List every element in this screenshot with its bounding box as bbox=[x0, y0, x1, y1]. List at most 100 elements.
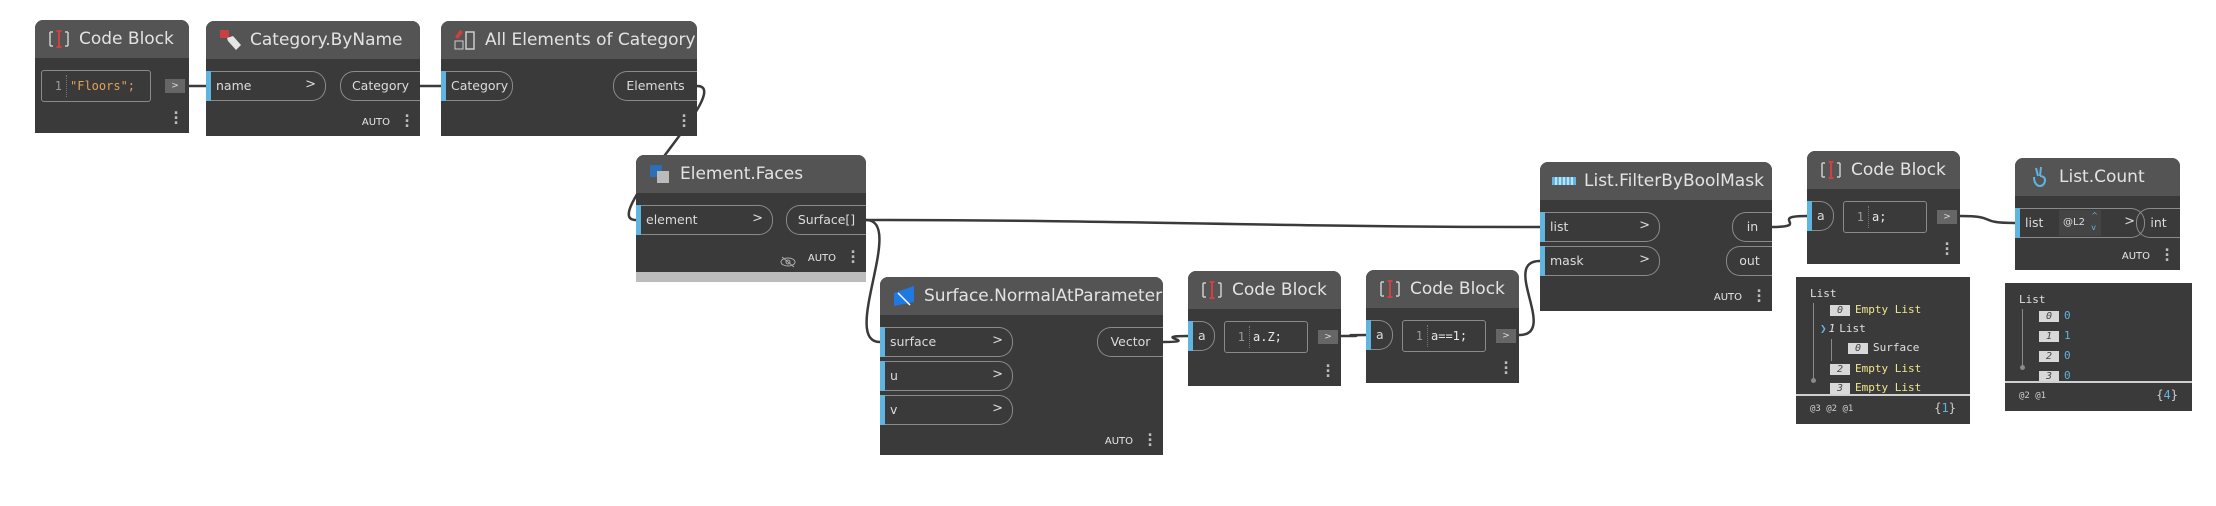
input-port-element[interactable]: element> bbox=[636, 205, 773, 235]
node-header[interactable]: Category.ByName bbox=[206, 21, 420, 59]
output-port-category[interactable]: Category bbox=[340, 71, 420, 101]
code-text[interactable]: "Floors"; bbox=[70, 79, 136, 93]
input-port-Category[interactable]: Category bbox=[441, 71, 513, 101]
input-port-list[interactable]: list@L2^v> bbox=[2015, 208, 2145, 238]
port-menu-chevron[interactable]: > bbox=[2124, 214, 2135, 229]
input-port-u[interactable]: u> bbox=[880, 361, 1013, 391]
node-menu-icon[interactable]: ... bbox=[681, 105, 687, 131]
node-header[interactable]: Code Block bbox=[1366, 270, 1519, 308]
port-menu-chevron[interactable]: > bbox=[992, 367, 1003, 382]
input-port-a[interactable]: a bbox=[1366, 320, 1393, 350]
connector-wire[interactable] bbox=[1771, 214, 1808, 229]
node-header[interactable]: Element.Faces bbox=[636, 155, 866, 193]
node-menu-icon[interactable]: ... bbox=[2164, 239, 2170, 265]
connector-wire[interactable] bbox=[865, 218, 881, 344]
node-cb1[interactable]: Code Block 1"Floors"; >... bbox=[35, 20, 189, 133]
port-menu-chevron[interactable]: > bbox=[752, 211, 763, 226]
connector-wire[interactable] bbox=[1162, 334, 1189, 344]
node-title: Code Block bbox=[1851, 160, 1946, 180]
code-output-port[interactable]: > bbox=[1318, 330, 1338, 344]
port-menu-chevron[interactable]: > bbox=[305, 77, 316, 92]
node-header[interactable]: List.Count bbox=[2015, 158, 2180, 196]
item-value: 0 bbox=[2064, 309, 2071, 322]
connector-wire[interactable] bbox=[865, 218, 1541, 229]
node-menu-icon[interactable]: ... bbox=[173, 102, 179, 128]
port-menu-chevron[interactable]: > bbox=[992, 401, 1003, 416]
brace-open: { bbox=[1934, 401, 1942, 415]
input-port-surface[interactable]: surface> bbox=[880, 327, 1013, 357]
code-output-port[interactable]: > bbox=[1937, 210, 1957, 224]
output-port-int[interactable]: int bbox=[2136, 208, 2180, 238]
node-header[interactable]: All Elements of Category bbox=[441, 21, 697, 59]
node-header[interactable]: Code Block bbox=[35, 20, 189, 58]
input-port-list[interactable]: list> bbox=[1540, 212, 1660, 242]
output-port-out[interactable]: out bbox=[1726, 246, 1772, 276]
node-menu-icon[interactable]: ... bbox=[1325, 355, 1331, 381]
output-port-surface[interactable]: Surface[] bbox=[786, 205, 866, 235]
node-menu-icon[interactable]: ... bbox=[1503, 352, 1509, 378]
input-port-mask[interactable]: mask> bbox=[1540, 246, 1660, 276]
port-label: Category bbox=[451, 78, 509, 93]
port-label: Surface[] bbox=[797, 212, 856, 227]
input-port-a[interactable]: a bbox=[1807, 201, 1834, 231]
node-menu-icon[interactable]: ... bbox=[850, 241, 856, 267]
node-menu-icon[interactable]: ... bbox=[404, 105, 410, 131]
connector-wire[interactable] bbox=[1340, 333, 1367, 338]
output-port-vector[interactable]: Vector bbox=[1097, 327, 1163, 357]
input-port-v[interactable]: v> bbox=[880, 395, 1013, 425]
node-menu-icon[interactable]: ... bbox=[1944, 233, 1950, 259]
code-text[interactable]: a==1; bbox=[1431, 329, 1468, 343]
node-header[interactable]: Surface.NormalAtParameter bbox=[880, 277, 1163, 315]
code-text[interactable]: a; bbox=[1872, 210, 1887, 224]
output-port-elements[interactable]: Elements bbox=[613, 71, 697, 101]
output-port-in[interactable]: in bbox=[1732, 212, 1772, 242]
node-title: Code Block bbox=[79, 29, 174, 49]
preview-collapsed-bar[interactable] bbox=[636, 272, 866, 282]
lacing-selector[interactable]: @L2^v bbox=[2059, 210, 2101, 236]
port-menu-chevron[interactable]: > bbox=[1639, 218, 1650, 233]
node-normal[interactable]: Surface.NormalAtParameter surface> u> v> Vec… bbox=[880, 277, 1163, 455]
code-editor[interactable]: 1"Floors"; bbox=[41, 70, 151, 102]
lacing-up-down-icon[interactable]: ^v bbox=[2091, 211, 2098, 232]
code-output-port[interactable]: > bbox=[165, 79, 185, 93]
code-text[interactable]: a.Z; bbox=[1253, 330, 1282, 344]
node-menu-icon[interactable]: ... bbox=[1756, 280, 1762, 306]
node-menu-icon[interactable]: ... bbox=[1147, 424, 1153, 450]
code-output-port[interactable]: > bbox=[1496, 329, 1516, 343]
preview-list-header: List bbox=[1810, 287, 1837, 300]
connector-wire[interactable] bbox=[1959, 214, 2016, 225]
preview-hidden-icon[interactable] bbox=[780, 253, 796, 268]
port-menu-chevron[interactable]: > bbox=[992, 333, 1003, 348]
input-port-name[interactable]: name> bbox=[206, 71, 326, 101]
port-menu-chevron[interactable]: > bbox=[1639, 252, 1650, 267]
node-header[interactable]: Code Block bbox=[1188, 271, 1341, 309]
expand-chevron-icon[interactable]: ❯ bbox=[1820, 322, 1827, 335]
node-header[interactable]: Code Block bbox=[1807, 151, 1960, 189]
input-port-a[interactable]: a bbox=[1188, 321, 1215, 351]
node-header[interactable]: List.FilterByBoolMask bbox=[1540, 162, 1772, 200]
surface-normal-icon bbox=[892, 285, 916, 307]
connector-wire[interactable] bbox=[1518, 259, 1541, 337]
